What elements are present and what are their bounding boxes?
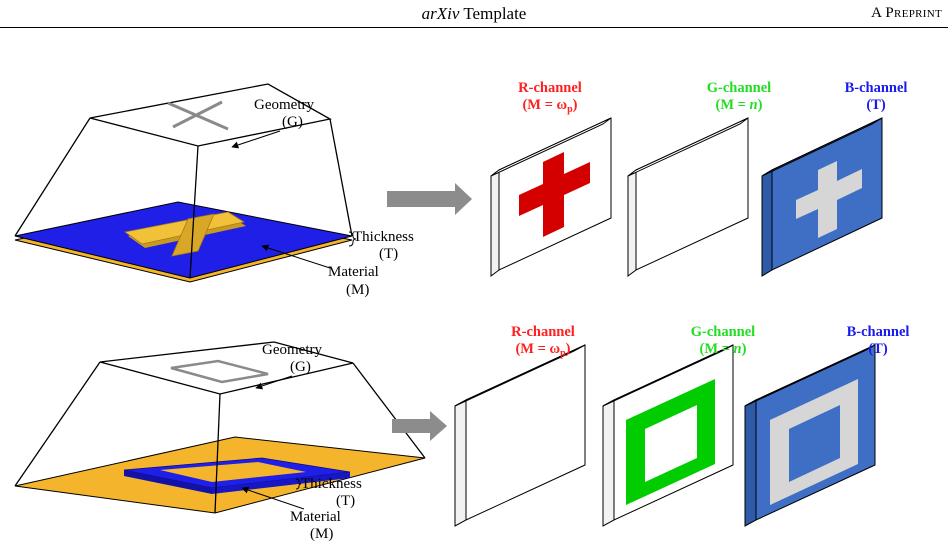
top-g-channel-panel [627, 117, 749, 277]
header-rule [0, 27, 948, 28]
top-b-channel-title: B-channel [845, 80, 908, 96]
bottom-transform-arrow [392, 411, 447, 441]
top-r-channel-subtitle: (M = ωp) [522, 97, 577, 115]
top-transform-arrow [387, 183, 472, 215]
bottom-g-channel-title: G-channel [691, 324, 755, 340]
metasurface-encoding-figure: Geometry (G) Thickness (T) Material (M) … [14, 80, 910, 542]
bottom-geometry-square-mark [170, 359, 269, 384]
top-g-channel-subtitle: (M = n) [716, 97, 763, 113]
bottom-b-channel-subtitle: (T) [868, 341, 888, 357]
bottom-thickness-brace [295, 478, 302, 490]
bottom-geometry-label: Geometry [262, 342, 322, 358]
top-unit-cell-diagram [14, 83, 353, 283]
top-material-pointer [261, 244, 331, 269]
page-header: arXiv Template A Preprint [0, 0, 948, 30]
bottom-thickness-symbol: (T) [336, 493, 355, 509]
top-thickness-symbol: (T) [379, 246, 398, 262]
top-g-channel-title: G-channel [707, 80, 771, 96]
top-material-label: Material [328, 264, 379, 280]
top-r-channel-title: R-channel [518, 80, 582, 96]
bottom-r-channel-subtitle: (M = ωp) [515, 341, 570, 359]
bottom-r-channel-panel [454, 344, 586, 527]
running-title: arXiv Template [0, 4, 948, 24]
top-b-cross-pattern [796, 161, 862, 238]
preprint-label: A Preprint [871, 5, 942, 21]
bottom-b-square-ring-pattern [770, 379, 858, 505]
bottom-unit-cell-diagram [14, 341, 426, 514]
top-geometry-label: Geometry [254, 97, 314, 113]
bottom-thickness-label: Thickness [301, 476, 362, 492]
bottom-g-channel-subtitle: (M = n) [700, 341, 747, 357]
bottom-material-symbol: (M) [310, 526, 333, 542]
bottom-geometry-symbol: (G) [290, 359, 311, 375]
running-title-italic: arXiv [421, 4, 460, 23]
top-geometry-pointer [231, 130, 281, 149]
top-b-channel-subtitle: (T) [866, 97, 886, 113]
top-r-cross-pattern [519, 152, 590, 237]
bottom-material-label: Material [290, 509, 341, 525]
top-thickness-label: Thickness [353, 229, 414, 245]
top-geometry-symbol: (G) [282, 114, 303, 130]
top-geometry-cross-mark [167, 100, 229, 131]
bottom-g-square-ring-pattern [626, 379, 715, 505]
running-title-rest: Template [459, 4, 527, 23]
top-b-channel-panel [761, 117, 883, 277]
bottom-material-pointer [241, 486, 305, 510]
bottom-g-channel-panel [602, 344, 734, 527]
top-thickness-brace [348, 231, 357, 247]
top-r-channel-panel [490, 117, 612, 277]
top-material-symbol: (M) [346, 282, 369, 298]
bottom-r-channel-title: R-channel [511, 324, 575, 340]
bottom-b-channel-title: B-channel [847, 324, 910, 340]
bottom-geometry-pointer [255, 375, 293, 390]
bottom-b-channel-panel [744, 344, 876, 527]
